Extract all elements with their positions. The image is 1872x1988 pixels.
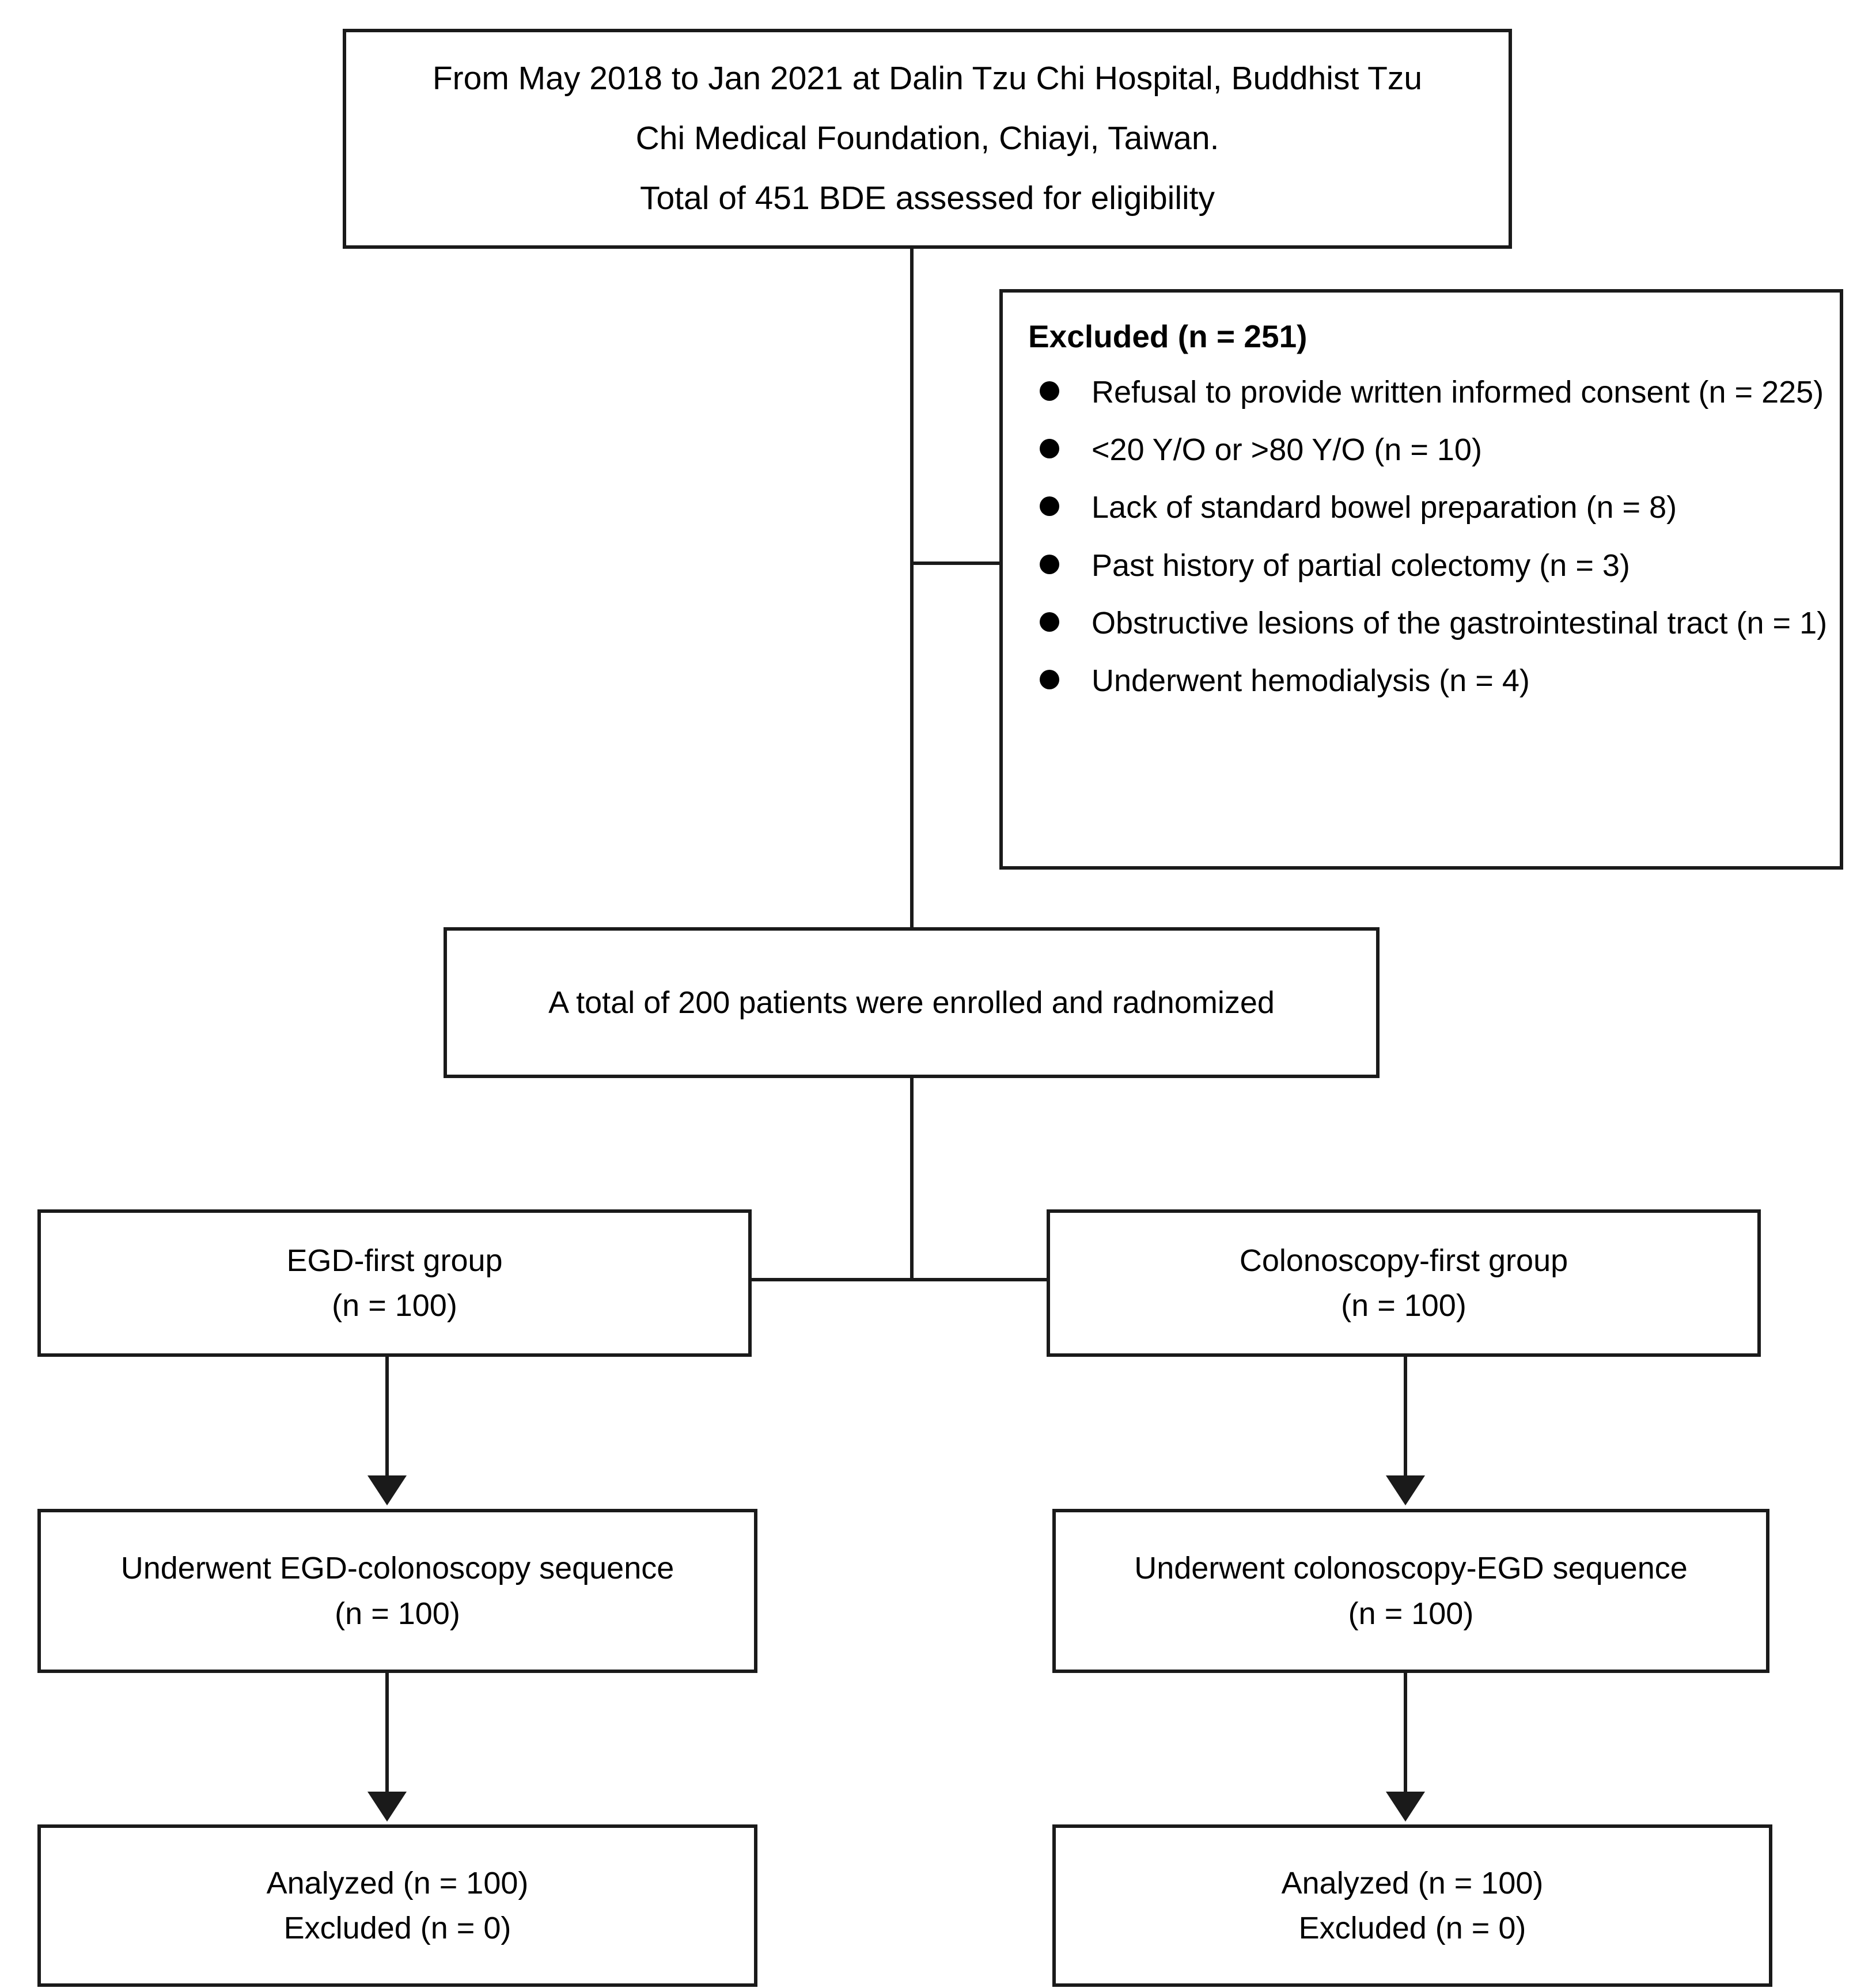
excluded-reason-item: Lack of standard bowel preparation (n = … <box>1027 487 1840 528</box>
excluded-reason-text: Refusal to provide written informed cons… <box>1092 375 1824 409</box>
excluded-reason-item: Underwent hemodialysis (n = 4) <box>1027 661 1840 701</box>
excluded-reason-text: Underwent hemodialysis (n = 4) <box>1092 663 1530 698</box>
connector-enrolled-to-split <box>910 1078 914 1281</box>
eligibility-line-3: Total of 451 BDE assessed for eligibilit… <box>639 179 1215 217</box>
arrowhead-left-group-to-sequence <box>367 1475 407 1505</box>
colonoscopy-sequence-count: (n = 100) <box>1348 1596 1474 1631</box>
egd-analysis-box: Analyzed (n = 100) Excluded (n = 0) <box>37 1824 757 1987</box>
egd-excluded-count: Excluded (n = 0) <box>283 1911 511 1945</box>
colonoscopy-sequence-label: Underwent colonoscopy-EGD sequence <box>1134 1551 1688 1586</box>
bullet-icon <box>1040 554 1059 574</box>
arrowhead-right-sequence-to-analysis <box>1386 1792 1425 1822</box>
egd-first-group-box: EGD-first group (n = 100) <box>37 1209 752 1357</box>
colonoscopy-excluded-count: Excluded (n = 0) <box>1298 1911 1526 1945</box>
connector-right-sequence-to-analysis <box>1404 1673 1407 1795</box>
excluded-reason-item: Refusal to provide written informed cons… <box>1027 372 1840 412</box>
eligibility-line-1: From May 2018 to Jan 2021 at Dalin Tzu C… <box>432 60 1423 97</box>
eligibility-box: From May 2018 to Jan 2021 at Dalin Tzu C… <box>343 29 1512 249</box>
excluded-heading: Excluded (n = 251) <box>1028 318 1308 354</box>
connector-title-to-enrolled <box>910 249 914 927</box>
connector-left-group-to-sequence <box>385 1357 389 1479</box>
excluded-reason-text: Obstructive lesions of the gastrointesti… <box>1092 605 1828 640</box>
egd-colonoscopy-sequence-box: Underwent EGD-colonoscopy sequence (n = … <box>37 1509 757 1673</box>
egd-analyzed-count: Analyzed (n = 100) <box>266 1865 529 1900</box>
egd-first-group-label: EGD-first group <box>286 1243 503 1278</box>
excluded-reason-item: Obstructive lesions of the gastrointesti… <box>1027 603 1840 643</box>
colonoscopy-egd-sequence-box: Underwent colonoscopy-EGD sequence (n = … <box>1052 1509 1769 1673</box>
connector-right-group-to-sequence <box>1404 1357 1407 1479</box>
colonoscopy-first-group-label: Colonoscopy-first group <box>1239 1243 1568 1278</box>
arrowhead-right-group-to-sequence <box>1386 1475 1425 1505</box>
bullet-icon <box>1040 496 1059 517</box>
colonoscopy-analyzed-count: Analyzed (n = 100) <box>1281 1865 1544 1900</box>
bullet-icon <box>1040 381 1059 401</box>
excluded-reason-list: Refusal to provide written informed cons… <box>1003 355 1840 701</box>
connector-branch-to-excluded <box>910 562 1001 565</box>
connector-left-sequence-to-analysis <box>385 1673 389 1795</box>
enrolled-line-1: A total of 200 patients were enrolled an… <box>548 985 1275 1020</box>
bullet-icon <box>1040 439 1059 459</box>
excluded-reason-text: Past history of partial colectomy (n = 3… <box>1092 548 1630 583</box>
egd-sequence-count: (n = 100) <box>335 1596 460 1631</box>
excluded-reason-text: Lack of standard bowel preparation (n = … <box>1092 490 1677 525</box>
excluded-box: Excluded (n = 251) Refusal to provide wr… <box>999 289 1843 870</box>
connector-split-bar <box>752 1278 1047 1281</box>
enrolled-randomized-box: A total of 200 patients were enrolled an… <box>444 927 1380 1078</box>
bullet-icon <box>1040 669 1059 689</box>
excluded-reason-item: Past history of partial colectomy (n = 3… <box>1027 545 1840 586</box>
egd-sequence-label: Underwent EGD-colonoscopy sequence <box>120 1551 674 1586</box>
colonoscopy-first-group-count: (n = 100) <box>1341 1288 1466 1323</box>
colonoscopy-analysis-box: Analyzed (n = 100) Excluded (n = 0) <box>1052 1824 1772 1987</box>
eligibility-line-2: Chi Medical Foundation, Chiayi, Taiwan. <box>635 120 1219 157</box>
colonoscopy-first-group-box: Colonoscopy-first group (n = 100) <box>1047 1209 1761 1357</box>
egd-first-group-count: (n = 100) <box>332 1288 457 1323</box>
excluded-reason-text: <20 Y/O or >80 Y/O (n = 10) <box>1092 432 1482 468</box>
arrowhead-left-sequence-to-analysis <box>367 1792 407 1822</box>
bullet-icon <box>1040 612 1059 632</box>
excluded-reason-item: <20 Y/O or >80 Y/O (n = 10) <box>1027 430 1840 470</box>
